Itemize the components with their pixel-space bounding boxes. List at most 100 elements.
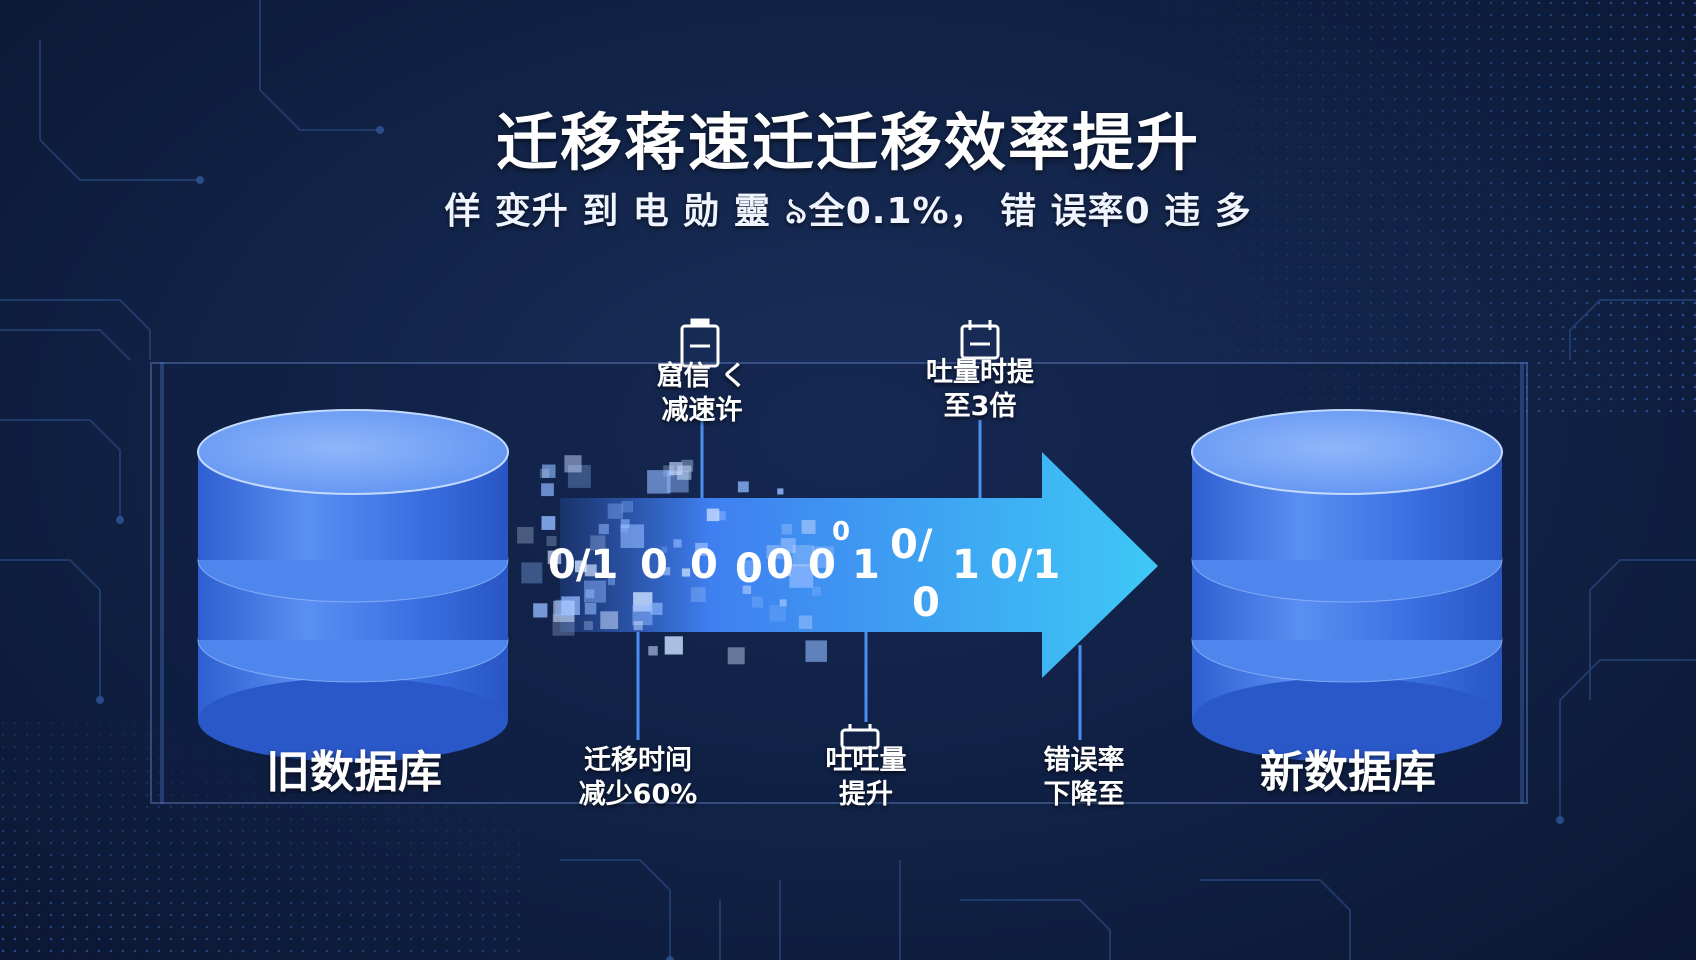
data-particle bbox=[521, 562, 543, 584]
data-particle bbox=[716, 511, 726, 521]
data-particle bbox=[584, 603, 597, 615]
data-particle bbox=[706, 508, 720, 522]
metric-bottom-2: 吐吐量 提升 bbox=[786, 744, 946, 812]
data-particle bbox=[539, 468, 550, 479]
data-particle bbox=[541, 483, 554, 497]
old-database-cylinder bbox=[197, 409, 509, 762]
old-database-label: 旧数据库 bbox=[266, 747, 442, 798]
data-particle bbox=[584, 580, 606, 603]
data-particle bbox=[547, 550, 562, 565]
data-particle bbox=[620, 524, 645, 548]
binary-digit: 0/1 bbox=[990, 542, 1060, 588]
metric-line: 错误率 bbox=[1043, 745, 1125, 776]
new-database-cylinder bbox=[1191, 409, 1503, 762]
data-particle bbox=[792, 545, 814, 567]
data-particle bbox=[777, 488, 784, 495]
binary-digit: 0/1 bbox=[548, 542, 618, 588]
data-particle bbox=[812, 586, 821, 596]
metric-line: 减速许 bbox=[661, 395, 743, 426]
data-particle bbox=[564, 455, 582, 473]
new-database-label: 新数据库 bbox=[1260, 747, 1436, 798]
metric-line: 减少60% bbox=[578, 779, 698, 810]
data-particle bbox=[780, 549, 791, 560]
data-particle bbox=[632, 605, 653, 626]
data-particle bbox=[555, 599, 572, 617]
data-particle bbox=[812, 546, 834, 568]
data-particle bbox=[766, 545, 781, 559]
battery-icon bbox=[680, 318, 720, 368]
binary-digit: 0 bbox=[640, 542, 668, 588]
data-particle bbox=[801, 520, 816, 534]
data-particle bbox=[648, 646, 658, 656]
data-particle bbox=[567, 465, 591, 488]
data-particle bbox=[662, 567, 671, 576]
binary-digit: 0 bbox=[912, 580, 940, 626]
data-particle bbox=[805, 640, 827, 662]
data-particle bbox=[738, 560, 754, 576]
metric-bottom-1: 迁移时间 减少60% bbox=[558, 744, 718, 812]
data-particle bbox=[650, 602, 663, 615]
metric-line: 吐吐量 bbox=[825, 745, 907, 776]
data-particle bbox=[590, 535, 606, 551]
data-particle bbox=[789, 564, 814, 588]
data-particle bbox=[783, 568, 791, 577]
data-particle bbox=[533, 603, 548, 618]
metric-line: 至3倍 bbox=[943, 391, 1017, 422]
data-particle bbox=[677, 465, 692, 480]
frame-edge-left bbox=[160, 362, 164, 804]
page-subtitle: 佯 变升 到 电 勋 靈 ৯全0.1%， 错 误率0 违 多 bbox=[444, 191, 1252, 232]
metric-bottom-3: 错误率 下降至 bbox=[1004, 744, 1164, 812]
data-particle bbox=[575, 560, 587, 573]
binary-digit: 0 bbox=[690, 542, 718, 588]
data-particle bbox=[681, 568, 691, 577]
data-particle bbox=[541, 516, 556, 530]
binary-digit: 0 bbox=[735, 546, 763, 592]
metric-top-2: 吐量时提 至3倍 bbox=[900, 356, 1060, 424]
metric-line: 迁移时间 bbox=[584, 745, 692, 776]
data-particles bbox=[517, 455, 834, 665]
metric-top-1: 窟信 く 减速许 bbox=[622, 360, 782, 428]
data-particle bbox=[647, 470, 671, 494]
data-particle bbox=[661, 546, 668, 553]
binary-digit: 0 bbox=[832, 517, 850, 547]
binary-digit: 0/ bbox=[890, 522, 933, 568]
data-particle bbox=[742, 585, 752, 594]
data-particle bbox=[673, 539, 682, 548]
data-particle bbox=[664, 636, 683, 655]
data-particle bbox=[633, 621, 643, 631]
data-particle bbox=[553, 600, 575, 622]
binary-digit: 1 bbox=[852, 542, 880, 588]
data-particle bbox=[727, 647, 745, 665]
binary-digit: 0 bbox=[766, 542, 794, 588]
data-particle bbox=[583, 621, 593, 631]
data-particle bbox=[517, 527, 534, 544]
data-particle bbox=[584, 564, 597, 577]
data-particle bbox=[600, 611, 619, 630]
data-particle bbox=[620, 519, 630, 529]
metric-line: 提升 bbox=[839, 779, 893, 810]
data-particle bbox=[695, 542, 708, 556]
data-particle bbox=[769, 605, 786, 622]
data-particle bbox=[542, 464, 556, 478]
data-particle bbox=[780, 538, 796, 554]
connector-lines bbox=[636, 420, 1082, 740]
data-particle bbox=[690, 587, 706, 602]
migration-arrow bbox=[560, 452, 1158, 678]
binary-digit: 0 bbox=[808, 542, 836, 588]
calendar-icon bbox=[960, 320, 1000, 360]
data-particle bbox=[598, 524, 609, 535]
data-particle bbox=[585, 589, 595, 599]
data-particle bbox=[737, 481, 749, 493]
binary-digit: 1 bbox=[952, 542, 980, 588]
data-particle bbox=[781, 523, 792, 535]
data-particle bbox=[621, 501, 633, 513]
data-particle bbox=[607, 503, 624, 519]
data-particle bbox=[779, 599, 787, 607]
metric-line: 窟信 く bbox=[656, 361, 748, 392]
binary-stream: 0/1 0 0 0 0 0 1 0/ 1 0/1 0 0 bbox=[548, 517, 1060, 626]
data-particle bbox=[546, 536, 557, 546]
frame-edge-right bbox=[1520, 362, 1524, 804]
page-title: 迁移蒋速迁迁移效率提升 bbox=[495, 106, 1200, 179]
